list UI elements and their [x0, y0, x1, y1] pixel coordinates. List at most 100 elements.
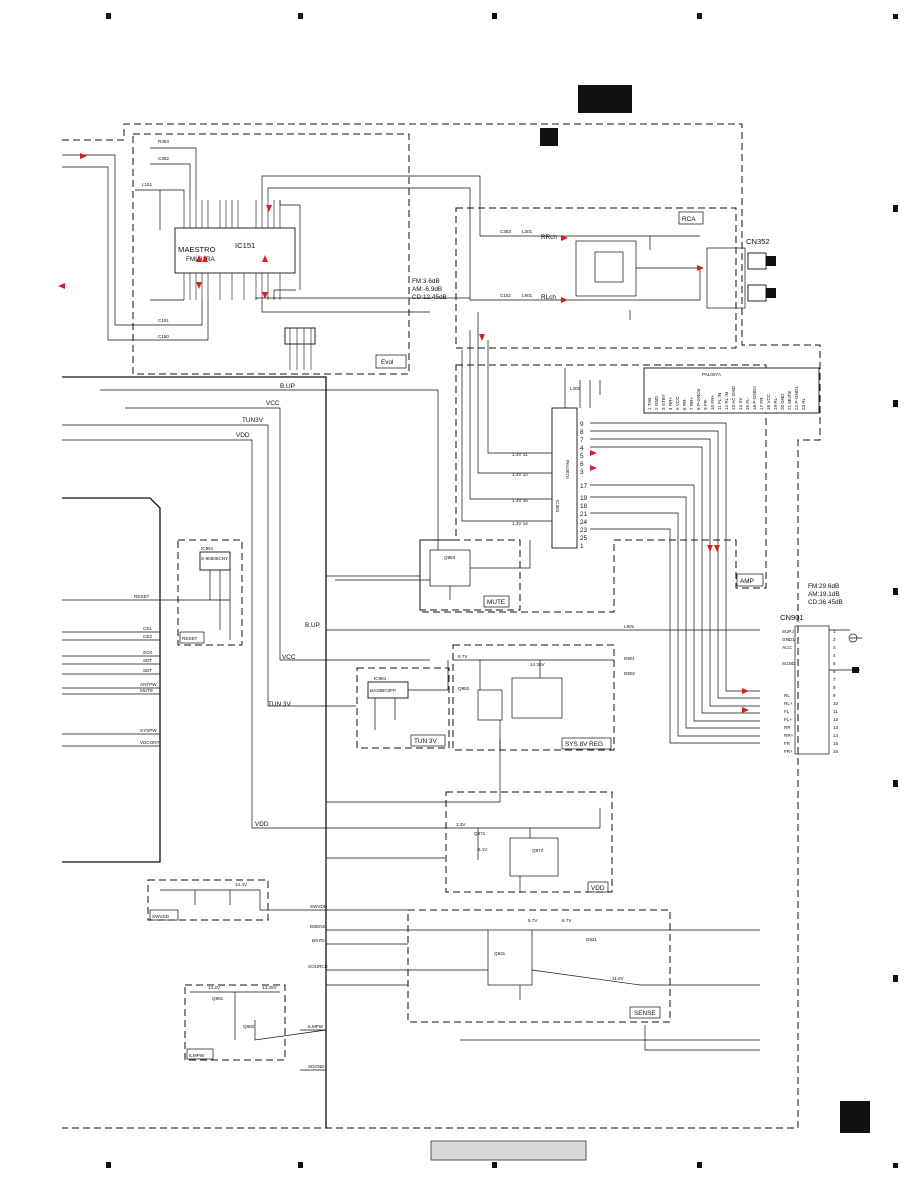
sys8v-driver: [477, 689, 503, 721]
svg-text:RL+: RL+: [784, 701, 793, 706]
part-d931: D931: [586, 937, 597, 942]
sense-bottom-wires: [460, 1025, 760, 1051]
part-q972: Q972: [532, 848, 544, 853]
amp-out-7: [590, 512, 760, 737]
svg-text:ILMPW: ILMPW: [308, 1024, 324, 1029]
svg-text:1 TAB: 1 TAB: [647, 398, 652, 410]
svg-text:SDT: SDT: [143, 668, 152, 673]
gain-right-fm: FM:29.6dB: [808, 583, 839, 590]
sys8v-v2: 14.35V: [530, 662, 545, 667]
ilmpw-v1: 14.2V: [208, 985, 221, 990]
rail-vcc: [125, 407, 430, 661]
tun-ic-name: BA33BC0FP: [370, 688, 396, 693]
evol-label: Evol: [381, 359, 393, 366]
svg-text:17: 17: [580, 483, 588, 490]
svg-text:13: 13: [833, 725, 839, 730]
rail-tun3v-label: TUN3V: [242, 417, 264, 424]
svg-text:2: 2: [833, 637, 836, 642]
rca-signal-wires: [430, 175, 700, 301]
vdd-label-box: [587, 881, 609, 893]
gain-left-fm: FM:3.6dB: [412, 278, 440, 285]
evol-feedback-wire: [273, 200, 301, 300]
amp-out-1: [590, 422, 760, 692]
mcu-signal-labels: RESET CE1 CE2 SCK SDT SDT ANTPW MUTE SYS…: [134, 594, 328, 1069]
svg-text:RR+: RR+: [784, 733, 794, 738]
sys8v-wires: [453, 659, 614, 750]
gain-right-cd: CD:36.45dB: [808, 599, 843, 606]
caption-box: [430, 1140, 587, 1161]
reset-label-box: [179, 631, 205, 644]
amp-out-5: [590, 484, 760, 722]
svg-text:12: 12: [833, 717, 839, 722]
sys8v-label-box: [561, 737, 612, 750]
board-border: [62, 123, 821, 1129]
part-l901: L901: [624, 624, 635, 629]
amp-label: AMP: [740, 578, 754, 585]
svg-text:13 AC GND: 13 AC GND: [731, 385, 736, 410]
swvdd-label: SWVDD: [152, 914, 170, 919]
part-q952: Q952: [458, 686, 470, 691]
svg-text:FL+: FL+: [784, 717, 792, 722]
svg-text:SGND: SGND: [782, 661, 796, 666]
svg-text:15 FL-: 15 FL-: [745, 396, 750, 410]
svg-text:11 FL IN: 11 FL IN: [717, 393, 722, 410]
amp-ic-pins: 9 8 7 4 5 6 3 17 19 18 21 24 23 25 1: [580, 421, 588, 550]
rca-label-box: [678, 211, 704, 225]
svg-text:RR: RR: [784, 725, 791, 730]
amp-supply-wires: [564, 368, 601, 408]
sense-v2: 5.7V: [528, 918, 538, 923]
svg-text:4: 4: [833, 653, 836, 658]
svg-text:23 RL: 23 RL: [801, 397, 806, 410]
rca-q-inner: [594, 251, 624, 283]
part-c152: R353: [158, 139, 169, 144]
amp-ic-name: PAL007A: [565, 460, 570, 480]
swvdd-wires: [160, 889, 326, 911]
rch-label: RRch: [541, 234, 557, 241]
part-q982: Q982: [243, 1024, 255, 1029]
svg-text:8: 8: [580, 429, 584, 436]
cn352-jack-l: [747, 284, 767, 302]
svg-text:21: 21: [580, 511, 588, 518]
cn901-plug: [852, 667, 859, 673]
vdd-block: [445, 791, 613, 893]
svg-text:CE2: CE2: [143, 634, 152, 639]
svg-text:ACC: ACC: [782, 645, 792, 650]
part-r352: L301: [522, 229, 533, 234]
vdd-label: VDD: [591, 885, 605, 892]
sense-transistor: [487, 929, 533, 986]
vdd-v2: 5.1V: [478, 847, 488, 852]
rail-bup2-label: B.UP: [305, 622, 320, 629]
amp-ic-ref: IC301: [555, 500, 560, 513]
part-q931: Q931: [494, 951, 506, 956]
svg-text:12 RL IN: 12 RL IN: [724, 392, 729, 410]
svg-text:19 RL-: 19 RL-: [773, 396, 778, 410]
svg-text:BSENS: BSENS: [310, 924, 326, 929]
svg-text:3: 3: [580, 469, 584, 476]
svg-text:1: 1: [833, 629, 836, 634]
svg-text:25: 25: [580, 535, 588, 542]
amp-label-box: [736, 573, 764, 587]
rail-tun3v2-label: TUN 3V: [268, 701, 291, 708]
part-d902: D902: [624, 671, 635, 676]
ilmpw-label-box: [186, 1048, 214, 1060]
svg-text:14 SV: 14 SV: [738, 397, 743, 410]
mcu-signal-lines: [62, 575, 501, 1071]
ic151-pins-bottom: [183, 273, 281, 300]
reset-label: RESET: [182, 636, 198, 641]
evol-block: [132, 133, 410, 375]
rca-mute-transistor: [575, 240, 637, 297]
swvdd-v: 14.4V: [235, 882, 248, 887]
svg-text:MUTE: MUTE: [140, 688, 153, 693]
svg-text:SYSPW: SYSPW: [140, 728, 157, 733]
evol-connector-pins: [289, 328, 312, 370]
evol-output-wires: [255, 175, 430, 313]
evol-label-box: [375, 354, 407, 369]
cn901-antenna-jack: [848, 633, 858, 643]
svg-text:5 VCC: 5 VCC: [675, 396, 680, 410]
svg-text:21 MUTE: 21 MUTE: [787, 391, 792, 410]
cn352-plug-l: [766, 288, 776, 298]
svg-text:6 RR-: 6 RR-: [682, 398, 687, 410]
pin-table: [643, 367, 820, 414]
tun-ic-ref: IC981: [374, 676, 387, 681]
